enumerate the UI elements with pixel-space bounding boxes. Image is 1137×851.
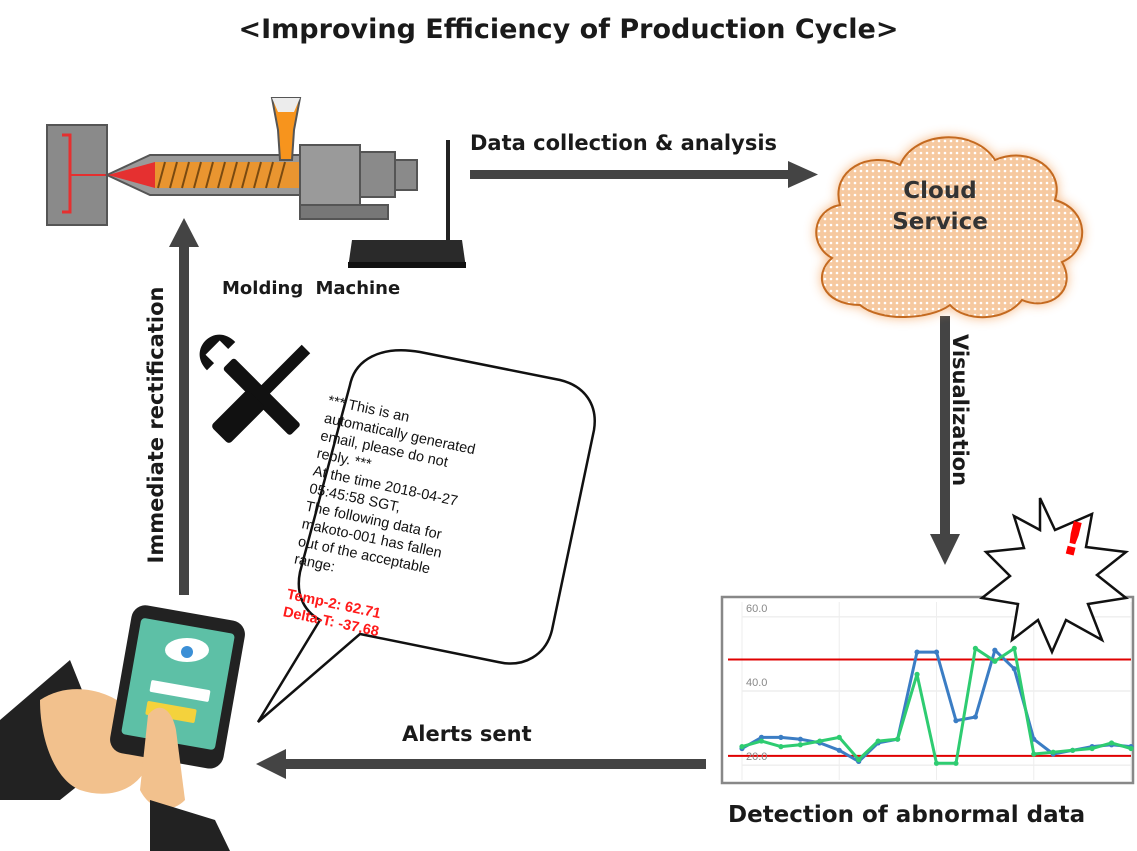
data-point bbox=[1089, 745, 1095, 752]
y-tick-label: 20.0 bbox=[746, 751, 768, 764]
label-detection: Detection of abnormal data bbox=[728, 802, 1086, 828]
email-speech-bubble bbox=[256, 349, 596, 723]
data-point bbox=[1070, 747, 1076, 753]
data-point bbox=[758, 734, 765, 740]
arrow-immediate-rectification bbox=[169, 218, 199, 595]
label-immediate-rectification: Immediate rectification bbox=[144, 286, 168, 564]
data-point bbox=[875, 738, 881, 744]
data-point bbox=[1031, 751, 1037, 757]
wrench-screwdriver-icon bbox=[199, 334, 311, 443]
data-point bbox=[933, 760, 940, 766]
data-point bbox=[797, 736, 803, 742]
email-text: *** This is an automatically generated e… bbox=[281, 392, 555, 669]
label-data-collection: Data collection & analysis bbox=[470, 131, 778, 155]
chart-series-group bbox=[739, 645, 1134, 766]
data-point bbox=[914, 671, 920, 677]
data-point bbox=[856, 757, 862, 763]
data-point bbox=[1128, 745, 1134, 752]
cloud-service-icon bbox=[815, 136, 1084, 319]
wifi-router-icon bbox=[348, 140, 466, 268]
label-cloud-line1: Cloud bbox=[903, 178, 977, 204]
data-point bbox=[933, 649, 940, 655]
data-point bbox=[1011, 645, 1017, 651]
data-point bbox=[739, 744, 745, 750]
data-point bbox=[895, 736, 901, 742]
label-cloud-line2: Service bbox=[892, 209, 988, 235]
y-tick-label: 60.0 bbox=[746, 602, 768, 615]
data-point bbox=[836, 734, 842, 740]
arrow-visualization bbox=[930, 316, 960, 565]
page-title: <Improving Efficiency of Production Cycl… bbox=[238, 14, 899, 45]
label-cloud-service: Cloud Service bbox=[850, 176, 1030, 238]
data-point bbox=[778, 734, 784, 740]
data-point bbox=[1108, 740, 1115, 746]
data-point bbox=[992, 647, 998, 653]
arrow-alerts-sent bbox=[256, 749, 706, 779]
explosion-burst-icon bbox=[979, 497, 1130, 656]
data-point bbox=[914, 649, 920, 655]
label-molding-machine: Molding Machine bbox=[222, 278, 401, 299]
label-alerts-sent: Alerts sent bbox=[402, 722, 532, 746]
data-point bbox=[992, 658, 998, 664]
data-point bbox=[1050, 749, 1056, 755]
data-point bbox=[797, 742, 803, 748]
y-tick-label: 40.0 bbox=[746, 677, 768, 689]
data-point bbox=[817, 738, 823, 744]
injection-molding-machine-icon bbox=[46, 97, 418, 226]
data-point bbox=[778, 744, 784, 750]
abnormal-data-chart bbox=[720, 595, 1135, 785]
data-point bbox=[758, 738, 765, 744]
arrow-data-collection bbox=[470, 161, 818, 188]
data-point bbox=[972, 714, 979, 720]
data-point bbox=[953, 760, 959, 766]
data-point bbox=[972, 645, 979, 651]
data-point bbox=[1011, 666, 1017, 672]
data-point bbox=[953, 718, 959, 724]
chart-threshold-lines bbox=[728, 658, 1131, 757]
label-visualization: Visualization bbox=[948, 333, 972, 487]
data-point bbox=[836, 747, 842, 753]
smartphone-hand-icon bbox=[0, 605, 245, 851]
